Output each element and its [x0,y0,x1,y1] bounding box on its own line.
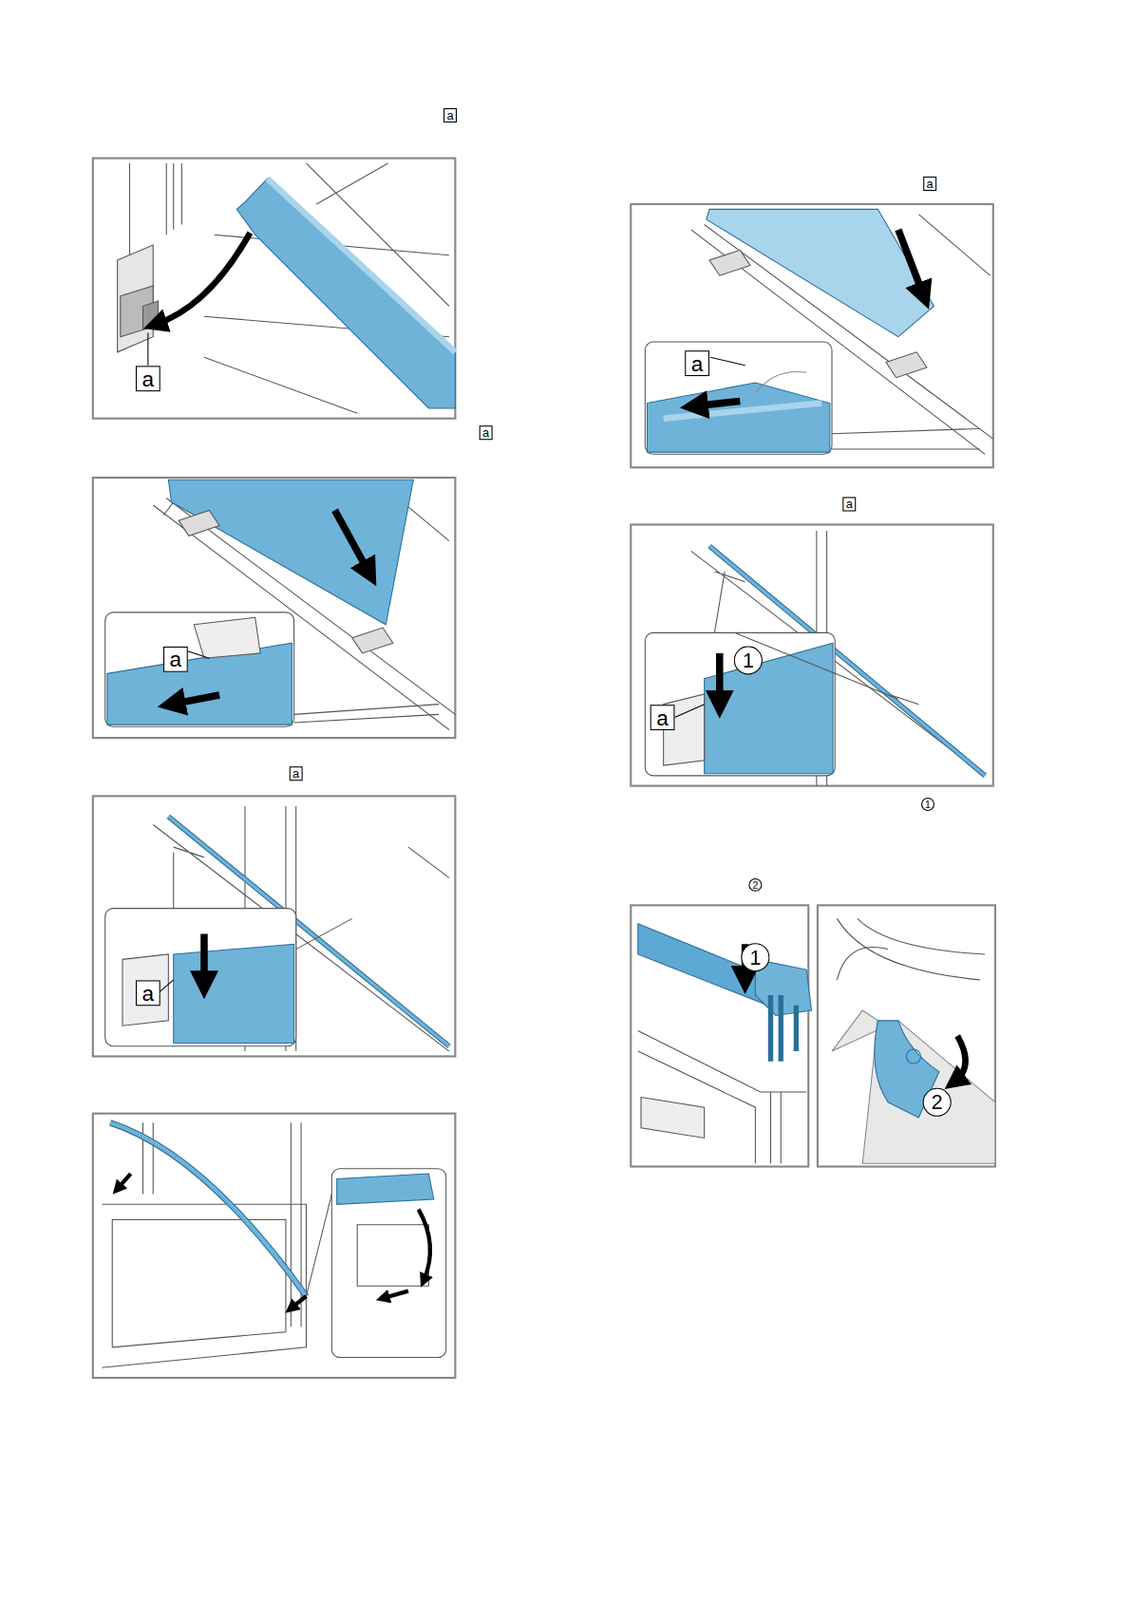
callout-letter: a [923,176,937,191]
callout-number: 1 [734,645,763,675]
callout-letter: a [650,704,676,731]
step-image-6 [630,524,994,786]
callout-number: 2 [923,1088,952,1117]
step-image-4 [93,1113,456,1378]
step-image-1 [93,158,456,419]
callout-number: 2 [748,878,762,892]
step-image-7 [630,905,996,1167]
callout-letter: a [684,350,710,377]
step-image-2 [93,477,456,738]
callout-letter: a [163,646,189,673]
callout-letter: a [289,766,303,781]
step-image-3 [93,795,456,1057]
callout-letter: a [135,365,161,392]
callout-number: 1 [740,943,770,972]
callout-letter: a [842,496,856,511]
callout-number: 1 [921,797,935,812]
callout-letter: a [135,980,161,1006]
callout-letter: a [479,425,493,440]
step-image-5 [630,204,994,468]
callout-letter: a [443,108,457,123]
